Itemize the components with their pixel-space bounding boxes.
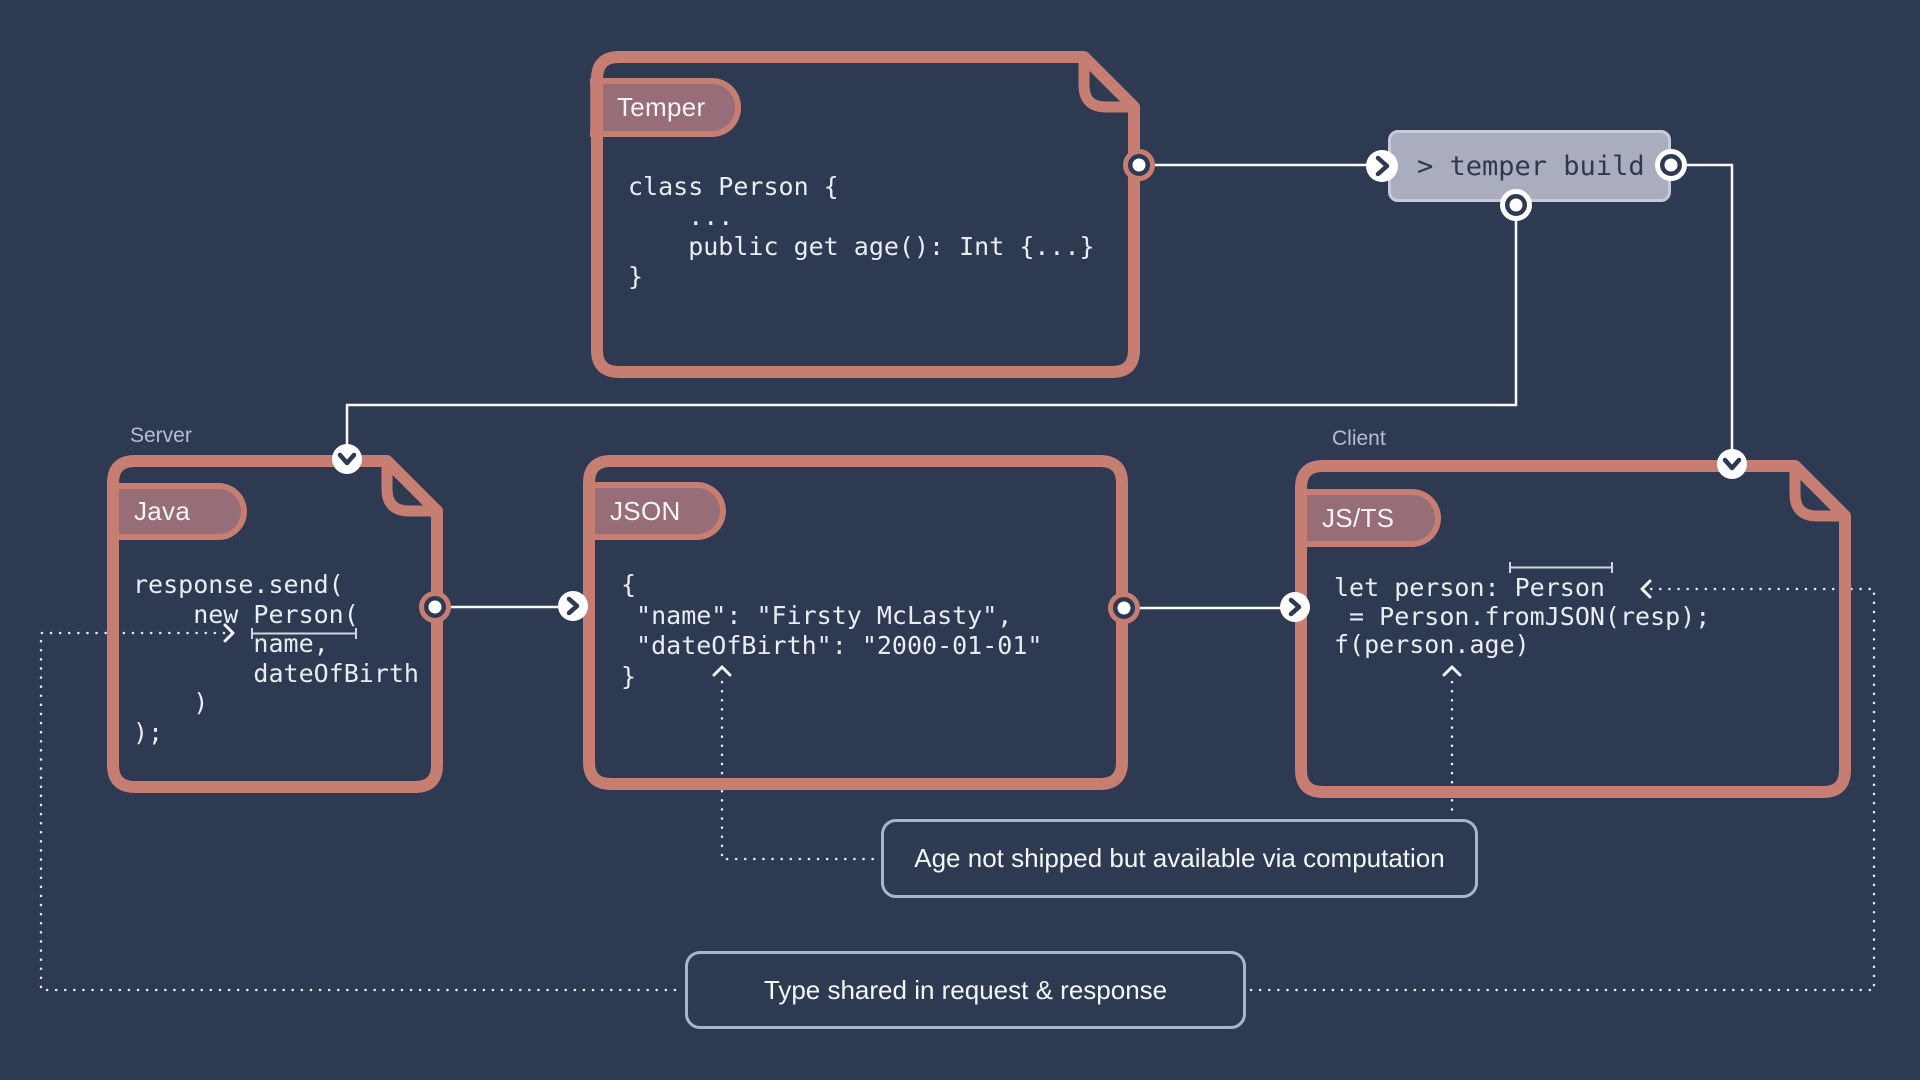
group-label-client: Client <box>1332 427 1386 450</box>
jsts-code: let person: Person = Person.fromJSON(res… <box>1334 573 1711 659</box>
age-note-text: Age not shipped but available via comput… <box>914 843 1445 873</box>
java-code: response.send( new Person( name, dateOfB… <box>133 570 419 747</box>
group-label-server: Server <box>130 424 192 447</box>
temper-code: class Person { ... public get age(): Int… <box>628 172 1095 291</box>
type-shared-note-box: Type shared in request & response <box>685 951 1246 1029</box>
temper-build-command-text: > temper build <box>1417 150 1645 182</box>
age-note-box: Age not shipped but available via comput… <box>881 819 1478 898</box>
type-shared-note-text: Type shared in request & response <box>763 974 1168 1005</box>
json-code: { "name": "Firsty McLasty", "dateOfBirth… <box>621 570 1043 691</box>
temper-build-command-chip: > temper build <box>1388 130 1671 202</box>
